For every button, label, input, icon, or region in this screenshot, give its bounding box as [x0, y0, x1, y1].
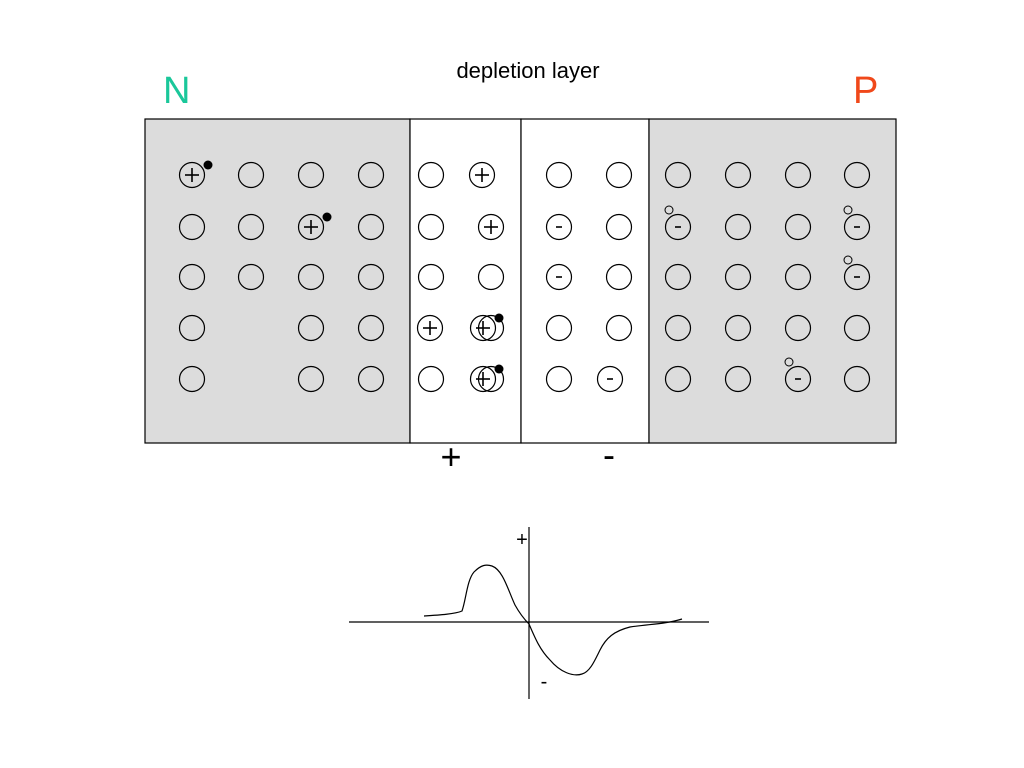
- atom: [237, 263, 265, 291]
- hole: [843, 205, 853, 215]
- atom: [297, 161, 325, 189]
- atom: [605, 161, 633, 189]
- graph-negative-label: -: [540, 671, 548, 693]
- diagram-title: depletion layer: [456, 58, 600, 83]
- atom: [477, 314, 505, 342]
- atom: [596, 365, 624, 393]
- atom: [784, 213, 812, 241]
- hole: [843, 255, 853, 265]
- hole: [784, 357, 794, 367]
- atom: [545, 314, 573, 342]
- atom: [843, 161, 871, 189]
- atom: [297, 314, 325, 342]
- atom: [297, 365, 325, 393]
- atom: [357, 161, 385, 189]
- atom: [477, 263, 505, 291]
- atom: [237, 213, 265, 241]
- depletion-negative-side: [520, 118, 650, 444]
- atom: [784, 263, 812, 291]
- atom: [417, 263, 445, 291]
- atom: [664, 213, 692, 241]
- atom: [468, 161, 496, 189]
- charge-density-curve: [423, 564, 683, 676]
- atom: [664, 161, 692, 189]
- atom: [417, 365, 445, 393]
- atom: [357, 263, 385, 291]
- atom: [724, 314, 752, 342]
- atom: [784, 314, 812, 342]
- atom: [297, 213, 325, 241]
- atom: [784, 161, 812, 189]
- atom: [724, 161, 752, 189]
- atom: [417, 161, 445, 189]
- atom: [178, 161, 206, 189]
- n-region-label: N: [163, 70, 191, 112]
- atom: [843, 314, 871, 342]
- atom: [469, 314, 497, 342]
- atom: [843, 263, 871, 291]
- atom: [843, 213, 871, 241]
- atom: [605, 314, 633, 342]
- atom: [237, 161, 265, 189]
- atom: [477, 213, 505, 241]
- free-electron: [203, 160, 213, 170]
- hole: [664, 205, 674, 215]
- p-region-label: P: [853, 70, 879, 112]
- atom: [416, 314, 444, 342]
- atom: [178, 213, 206, 241]
- atom: [178, 365, 206, 393]
- atom: [178, 314, 206, 342]
- atom: [605, 213, 633, 241]
- atom: [469, 365, 497, 393]
- graph-positive-label: +: [516, 529, 528, 551]
- atom: [178, 263, 206, 291]
- atom: [545, 365, 573, 393]
- atom: [357, 314, 385, 342]
- atom: [545, 213, 573, 241]
- atom: [357, 213, 385, 241]
- atom: [545, 263, 573, 291]
- atom: [545, 161, 573, 189]
- free-electron: [322, 212, 332, 222]
- atom: [477, 365, 505, 393]
- atom: [417, 213, 445, 241]
- atom: [784, 365, 812, 393]
- atom: [724, 263, 752, 291]
- atom: [724, 365, 752, 393]
- positive-charge-sign: +: [440, 436, 462, 477]
- atom: [664, 365, 692, 393]
- negative-charge-sign: -: [603, 434, 615, 475]
- atom-grid: [178, 160, 871, 393]
- atom: [664, 314, 692, 342]
- atom: [843, 365, 871, 393]
- atom: [297, 263, 325, 291]
- atom: [605, 263, 633, 291]
- atom: [664, 263, 692, 291]
- atom: [724, 213, 752, 241]
- atom: [357, 365, 385, 393]
